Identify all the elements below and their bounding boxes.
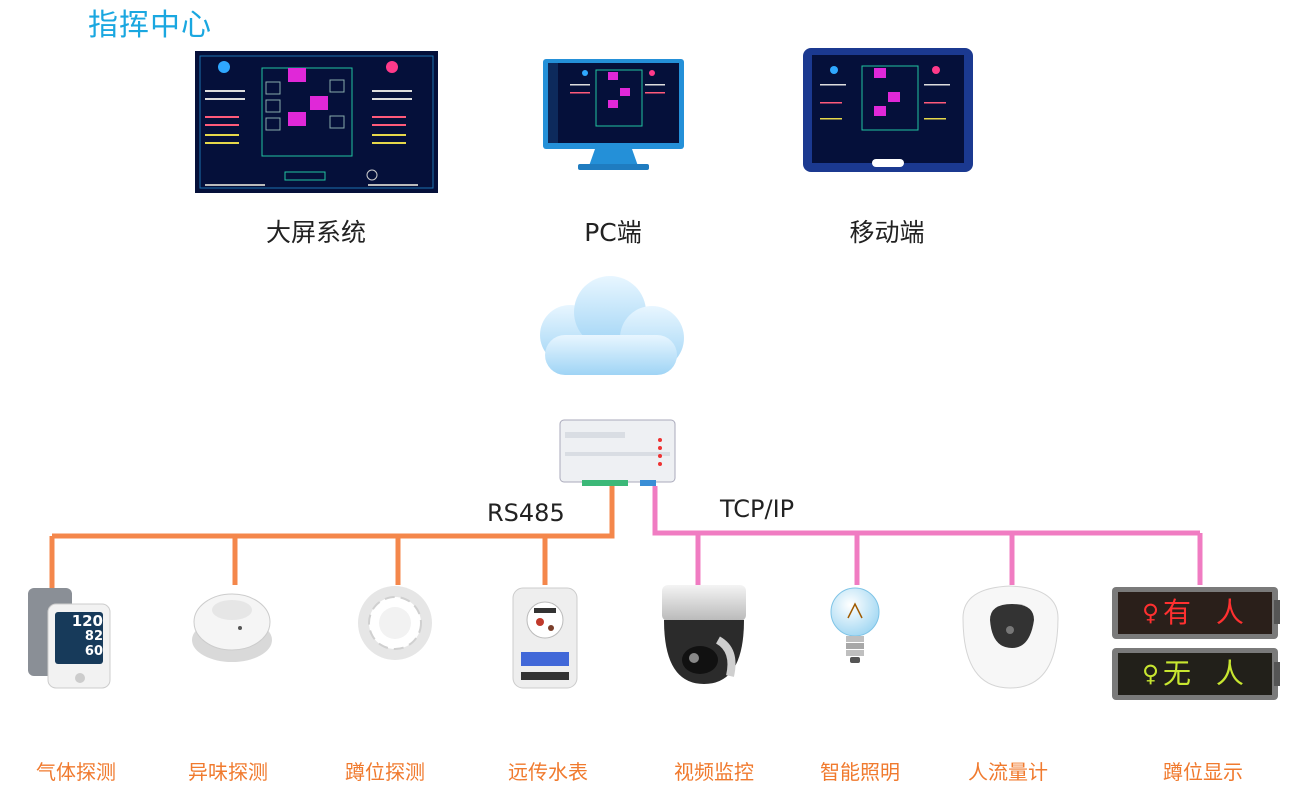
led-text-vacant: ♀无 人 [1142, 657, 1248, 690]
label-people-counter: 人流量计 [968, 760, 1048, 784]
label-water-meter: 远传水表 [508, 760, 588, 784]
label-pc: PC端 [584, 218, 642, 247]
label-rs485: RS485 [487, 499, 565, 527]
controller-module-icon [559, 419, 676, 486]
led-sign-occupied [1112, 587, 1280, 639]
odor-detector-icon [192, 593, 272, 662]
label-big-screen: 大屏系统 [265, 218, 366, 247]
cloud-icon [540, 276, 684, 375]
label-squat-detection: 蹲位探测 [345, 760, 425, 784]
big-screen-icon [195, 51, 438, 193]
mobile-tablet-icon [803, 48, 973, 172]
pc-monitor-icon [543, 59, 684, 170]
person-icon: ♀ [1142, 657, 1163, 690]
light-bulb-icon [830, 587, 880, 663]
page-title: 指挥中心 [88, 8, 212, 43]
people-counter-icon [962, 585, 1059, 689]
label-gas-detection: 气体探测 [36, 760, 116, 784]
gas-detector-icon [28, 588, 111, 689]
led-sign-vacant [1112, 648, 1280, 700]
label-squat-display: 蹲位显示 [1163, 760, 1243, 784]
tcpip-bus [652, 486, 1203, 585]
water-meter-icon [512, 587, 578, 689]
label-mobile: 移动端 [849, 218, 925, 247]
person-icon: ♀ [1142, 596, 1163, 629]
dome-camera-icon [662, 585, 746, 684]
rs485-bus [49, 486, 615, 588]
gas-value-1: 120 [71, 612, 103, 630]
label-smart-lighting: 智能照明 [820, 760, 900, 784]
gas-value-3: 60 [84, 644, 103, 659]
gas-readout: 120 82 60 [57, 612, 103, 660]
squat-detector-icon [358, 586, 432, 660]
label-video-monitoring: 视频监控 [674, 760, 754, 784]
led-text-occupied: ♀有 人 [1142, 596, 1248, 629]
gas-value-2: 82 [84, 629, 103, 644]
label-tcpip: TCP/IP [720, 495, 795, 523]
label-odor-detection: 异味探测 [188, 760, 268, 784]
